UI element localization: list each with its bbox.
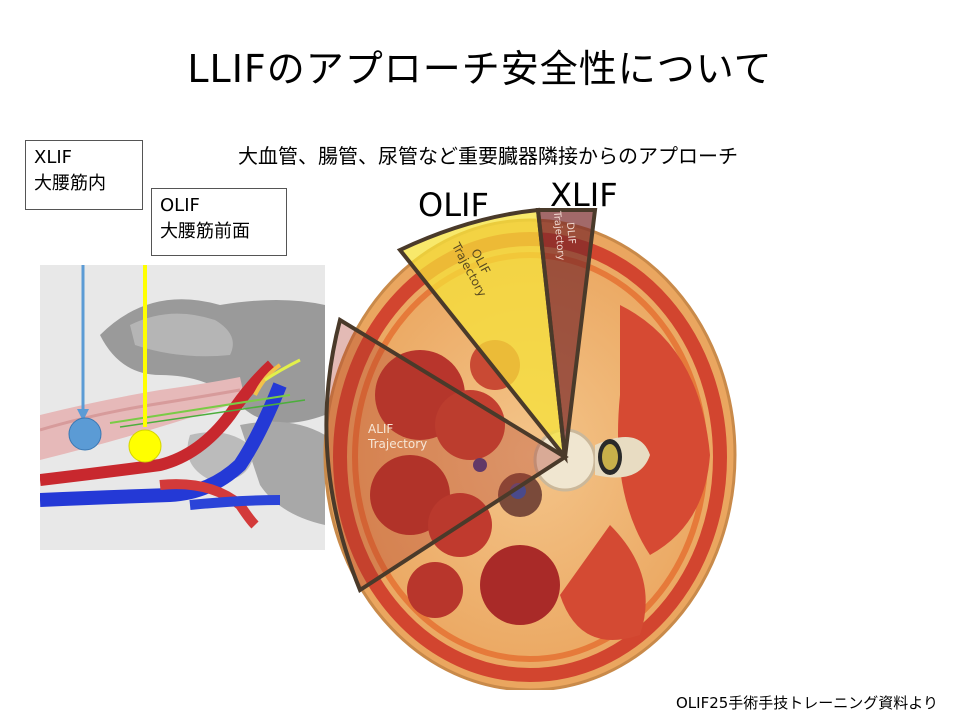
xlif-sector xyxy=(535,208,598,458)
xlif-arrowhead xyxy=(77,409,89,421)
axial-cross-section-illustration: OLIF Trajectory DLIF Trajectory ALIF Tra… xyxy=(323,207,737,690)
slide-title: LLIFのアプローチ安全性について xyxy=(187,47,773,91)
olif-label-name: OLIF xyxy=(160,195,200,216)
olif-marker xyxy=(128,429,162,463)
olif-label-desc: 大腰筋前面 xyxy=(160,221,250,242)
olif-heading: OLIF xyxy=(418,186,489,224)
xlif-label-box: XLIF 大腰筋内 xyxy=(25,140,143,210)
slide-subtitle: 大血管、腸管、尿管など重要臓器隣接からのアプローチ xyxy=(238,144,738,168)
olif-label-box: OLIF 大腰筋前面 xyxy=(151,188,287,256)
dlif-trajectory-label: DLIF Trajectory xyxy=(551,209,578,261)
lateral-spine-illustration xyxy=(40,265,325,550)
alif-sector xyxy=(324,316,569,593)
source-credit: OLIF25手術手技トレーニング資料より xyxy=(675,694,938,712)
xlif-heading: XLIF xyxy=(550,176,618,214)
alif-trajectory-label: ALIF Trajectory xyxy=(367,422,427,451)
xlif-label-desc: 大腰筋内 xyxy=(34,173,106,194)
olif-sector xyxy=(396,207,568,464)
xlif-marker xyxy=(68,417,102,451)
xlif-label-name: XLIF xyxy=(34,147,73,168)
